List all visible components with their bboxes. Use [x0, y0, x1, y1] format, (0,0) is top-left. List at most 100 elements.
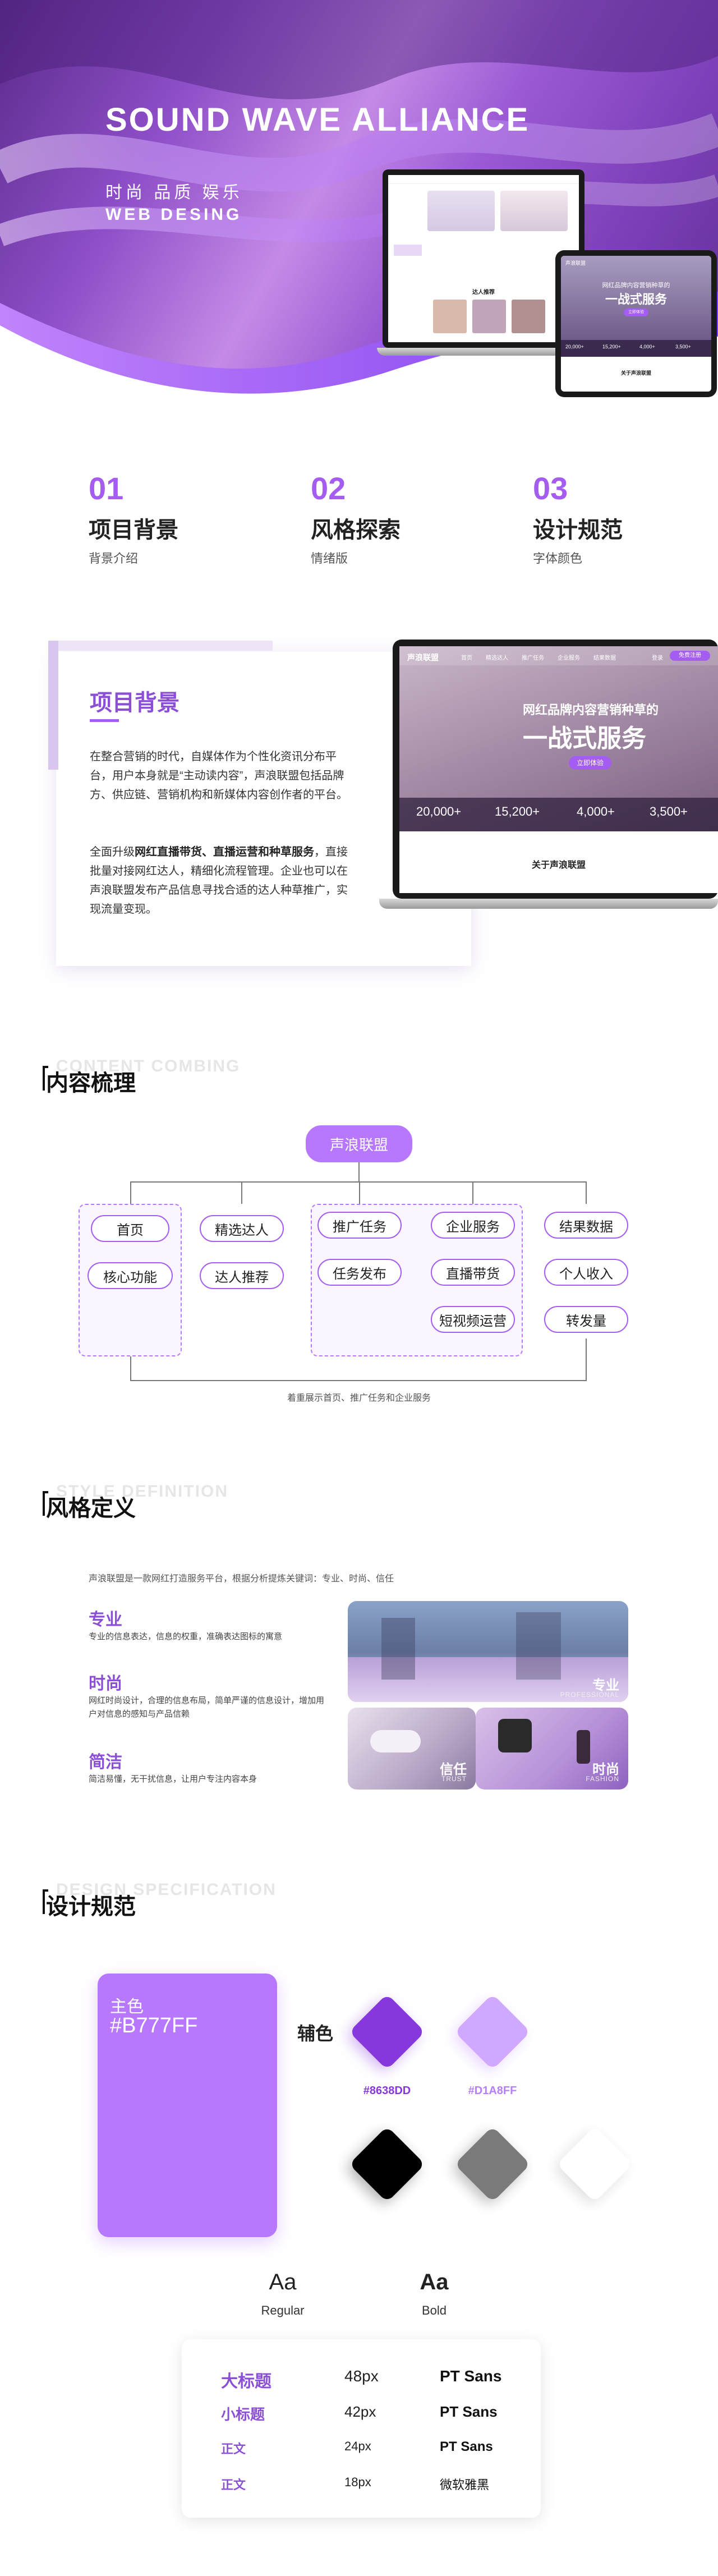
background-paragraph-2: 全面升级网红直播带货、直播运营和种草服务，直接批量对接网红达人，精细化流程管理。… [90, 846, 348, 916]
mock-stat: 20,000+ [416, 804, 462, 818]
tablet-heading-small: 网红品牌内容营销种草的 [602, 282, 670, 289]
secondary-swatch-hex: #8638DD [363, 2085, 411, 2097]
secondary-swatch-hex: #D1A8FF [468, 2085, 517, 2097]
mock-brand: 声浪联盟 [407, 653, 439, 662]
neutral-swatch-black [349, 2126, 425, 2202]
tree-node-shares[interactable]: 转发量 [544, 1306, 628, 1333]
tree-root[interactable]: 声浪联盟 [306, 1125, 412, 1162]
intro-number: 03 [533, 471, 568, 506]
neutral-swatch-gray [454, 2126, 531, 2202]
type-row-size: 48px [344, 2367, 379, 2385]
tree-connector [472, 1181, 473, 1204]
photo-caption: 信任 [440, 1762, 467, 1777]
mock-heading-small: 网红品牌内容营销种草的 [523, 703, 659, 717]
section-header: STYLE DEFINITION 风格定义 [43, 1482, 227, 1522]
hero-laptop-mockup: 达人推荐 [377, 169, 590, 360]
type-row-name: 大标题 [221, 2372, 271, 2391]
secondary-swatch [349, 1994, 425, 2070]
tree-node-home[interactable]: 首页 [91, 1215, 169, 1242]
tree-node-publish[interactable]: 任务发布 [317, 1259, 402, 1286]
tree-node-enterprise[interactable]: 企业服务 [431, 1212, 515, 1239]
tablet-stat: 20,000+ [565, 344, 584, 349]
tablet-stat: 15,200+ [602, 344, 621, 349]
card-accent-bar [48, 641, 273, 651]
mock-nav-item[interactable]: 首页 [461, 655, 472, 661]
tree-node-recommend[interactable]: 达人推荐 [200, 1262, 284, 1289]
mock-login[interactable]: 登录 [652, 655, 663, 661]
tree-connector [586, 1338, 587, 1381]
style-keyword: 专业 [89, 1611, 122, 1629]
tablet-heading-big: 一战式服务 [605, 292, 667, 306]
type-row-name: 正文 [221, 2478, 246, 2492]
type-row-size: 18px [344, 2475, 371, 2489]
tree-connector [358, 1162, 360, 1181]
tree-connector [586, 1181, 587, 1204]
moodboard-photo: 时尚 FASHION [476, 1708, 628, 1790]
bracket-decoration [43, 1066, 48, 1091]
tree-node-core[interactable]: 核心功能 [88, 1262, 173, 1289]
photo-caption: 专业 [592, 1678, 619, 1693]
primary-color-swatch: 主色 #B777FF [98, 1974, 277, 2237]
intro-subtitle: 背景介绍 [89, 551, 139, 565]
title-underline [90, 719, 119, 722]
hero-subtitle-en: WEB DESING [105, 205, 242, 224]
tree-node-live[interactable]: 直播带货 [431, 1259, 515, 1286]
background-laptop-mockup: 声浪联盟 首页 精选达人 推广任务 企业服务 结果数据 登录 免费注册 网红品牌… [379, 640, 718, 909]
tree-node-talent[interactable]: 精选达人 [200, 1215, 284, 1242]
bracket-decoration [43, 1491, 48, 1516]
tablet-cta[interactable]: 立即体验 [624, 309, 648, 316]
photo-caption-en: FASHION [586, 1775, 619, 1783]
tree-note: 着重展示首页、推广任务和企业服务 [287, 1393, 431, 1403]
type-row-font: 微软雅黑 [440, 2478, 490, 2492]
primary-color-hex: #B777FF [110, 2014, 198, 2037]
moodboard-photo: 专业 PROFESSIONAL [348, 1601, 628, 1702]
section-ghost-title: STYLE DEFINITION [56, 1482, 229, 1501]
tablet-brand: 声浪联盟 [565, 260, 586, 266]
tree-connector [359, 1181, 360, 1204]
intro-number: 01 [89, 471, 124, 506]
tablet-stat: 4,000+ [639, 344, 655, 349]
tree-connector [130, 1356, 131, 1381]
type-row-font: PT Sans [440, 2367, 502, 2385]
section-ghost-title: DESIGN SPECIFICATION [56, 1880, 277, 1899]
photo-caption-en: TRUST [441, 1775, 467, 1783]
photo-caption-en: PROFESSIONAL [560, 1691, 619, 1699]
secondary-color-label: 辅色 [297, 2023, 334, 2044]
style-keyword: 时尚 [89, 1675, 122, 1693]
intro-title: 设计规范 [533, 518, 623, 542]
mock-nav-item[interactable]: 推广任务 [522, 655, 544, 661]
primary-color-label: 主色 [110, 1998, 144, 2016]
card-accent-side [48, 641, 58, 770]
tree-node-income[interactable]: 个人收入 [544, 1259, 628, 1286]
section-title: 设计规范 [46, 1894, 136, 1919]
type-row-font: PT Sans [440, 2439, 493, 2454]
laptop-section-title: 达人推荐 [472, 289, 495, 296]
font-sample-regular: Aa [269, 2270, 297, 2294]
intro-subtitle: 情绪版 [311, 551, 348, 565]
section-header: DESIGN SPECIFICATION 设计规范 [43, 1880, 275, 1921]
tree-node-results[interactable]: 结果数据 [544, 1212, 628, 1239]
mock-nav-item[interactable]: 精选达人 [486, 655, 508, 661]
type-row-name: 正文 [221, 2442, 246, 2456]
tablet-about: 关于声浪联盟 [620, 370, 651, 376]
mock-nav-item[interactable]: 结果数据 [593, 655, 616, 661]
tree-node-promo[interactable]: 推广任务 [317, 1212, 402, 1239]
mock-cta-button[interactable]: 立即体验 [569, 756, 611, 770]
font-sample-bold: Aa [420, 2270, 449, 2294]
mock-register[interactable]: 免费注册 [670, 651, 710, 661]
mock-nav: 首页 精选达人 推广任务 企业服务 结果数据 [461, 653, 616, 661]
hero-subtitle: 时尚 品质 娱乐 [105, 183, 243, 202]
secondary-swatch [454, 1994, 531, 2070]
mock-nav-item[interactable]: 企业服务 [558, 655, 580, 661]
style-desc: 网红时尚设计，合理的信息布局，简单严谨的信息设计，增加用户对信息的感知与产品信赖 [89, 1696, 325, 1719]
tree-node-video[interactable]: 短视频运营 [431, 1306, 515, 1333]
style-desc: 简洁易懂，无干扰信息，让用户专注内容本身 [89, 1774, 257, 1784]
intro-title: 项目背景 [89, 518, 178, 542]
background-title: 项目背景 [90, 691, 180, 715]
mock-about: 关于声浪联盟 [531, 861, 586, 870]
section-title: 内容梳理 [46, 1071, 136, 1096]
intro-number: 02 [311, 471, 346, 506]
moodboard-photo: 信任 TRUST [348, 1708, 476, 1790]
intro-subtitle: 字体颜色 [533, 551, 583, 565]
type-row-size: 24px [344, 2439, 371, 2453]
